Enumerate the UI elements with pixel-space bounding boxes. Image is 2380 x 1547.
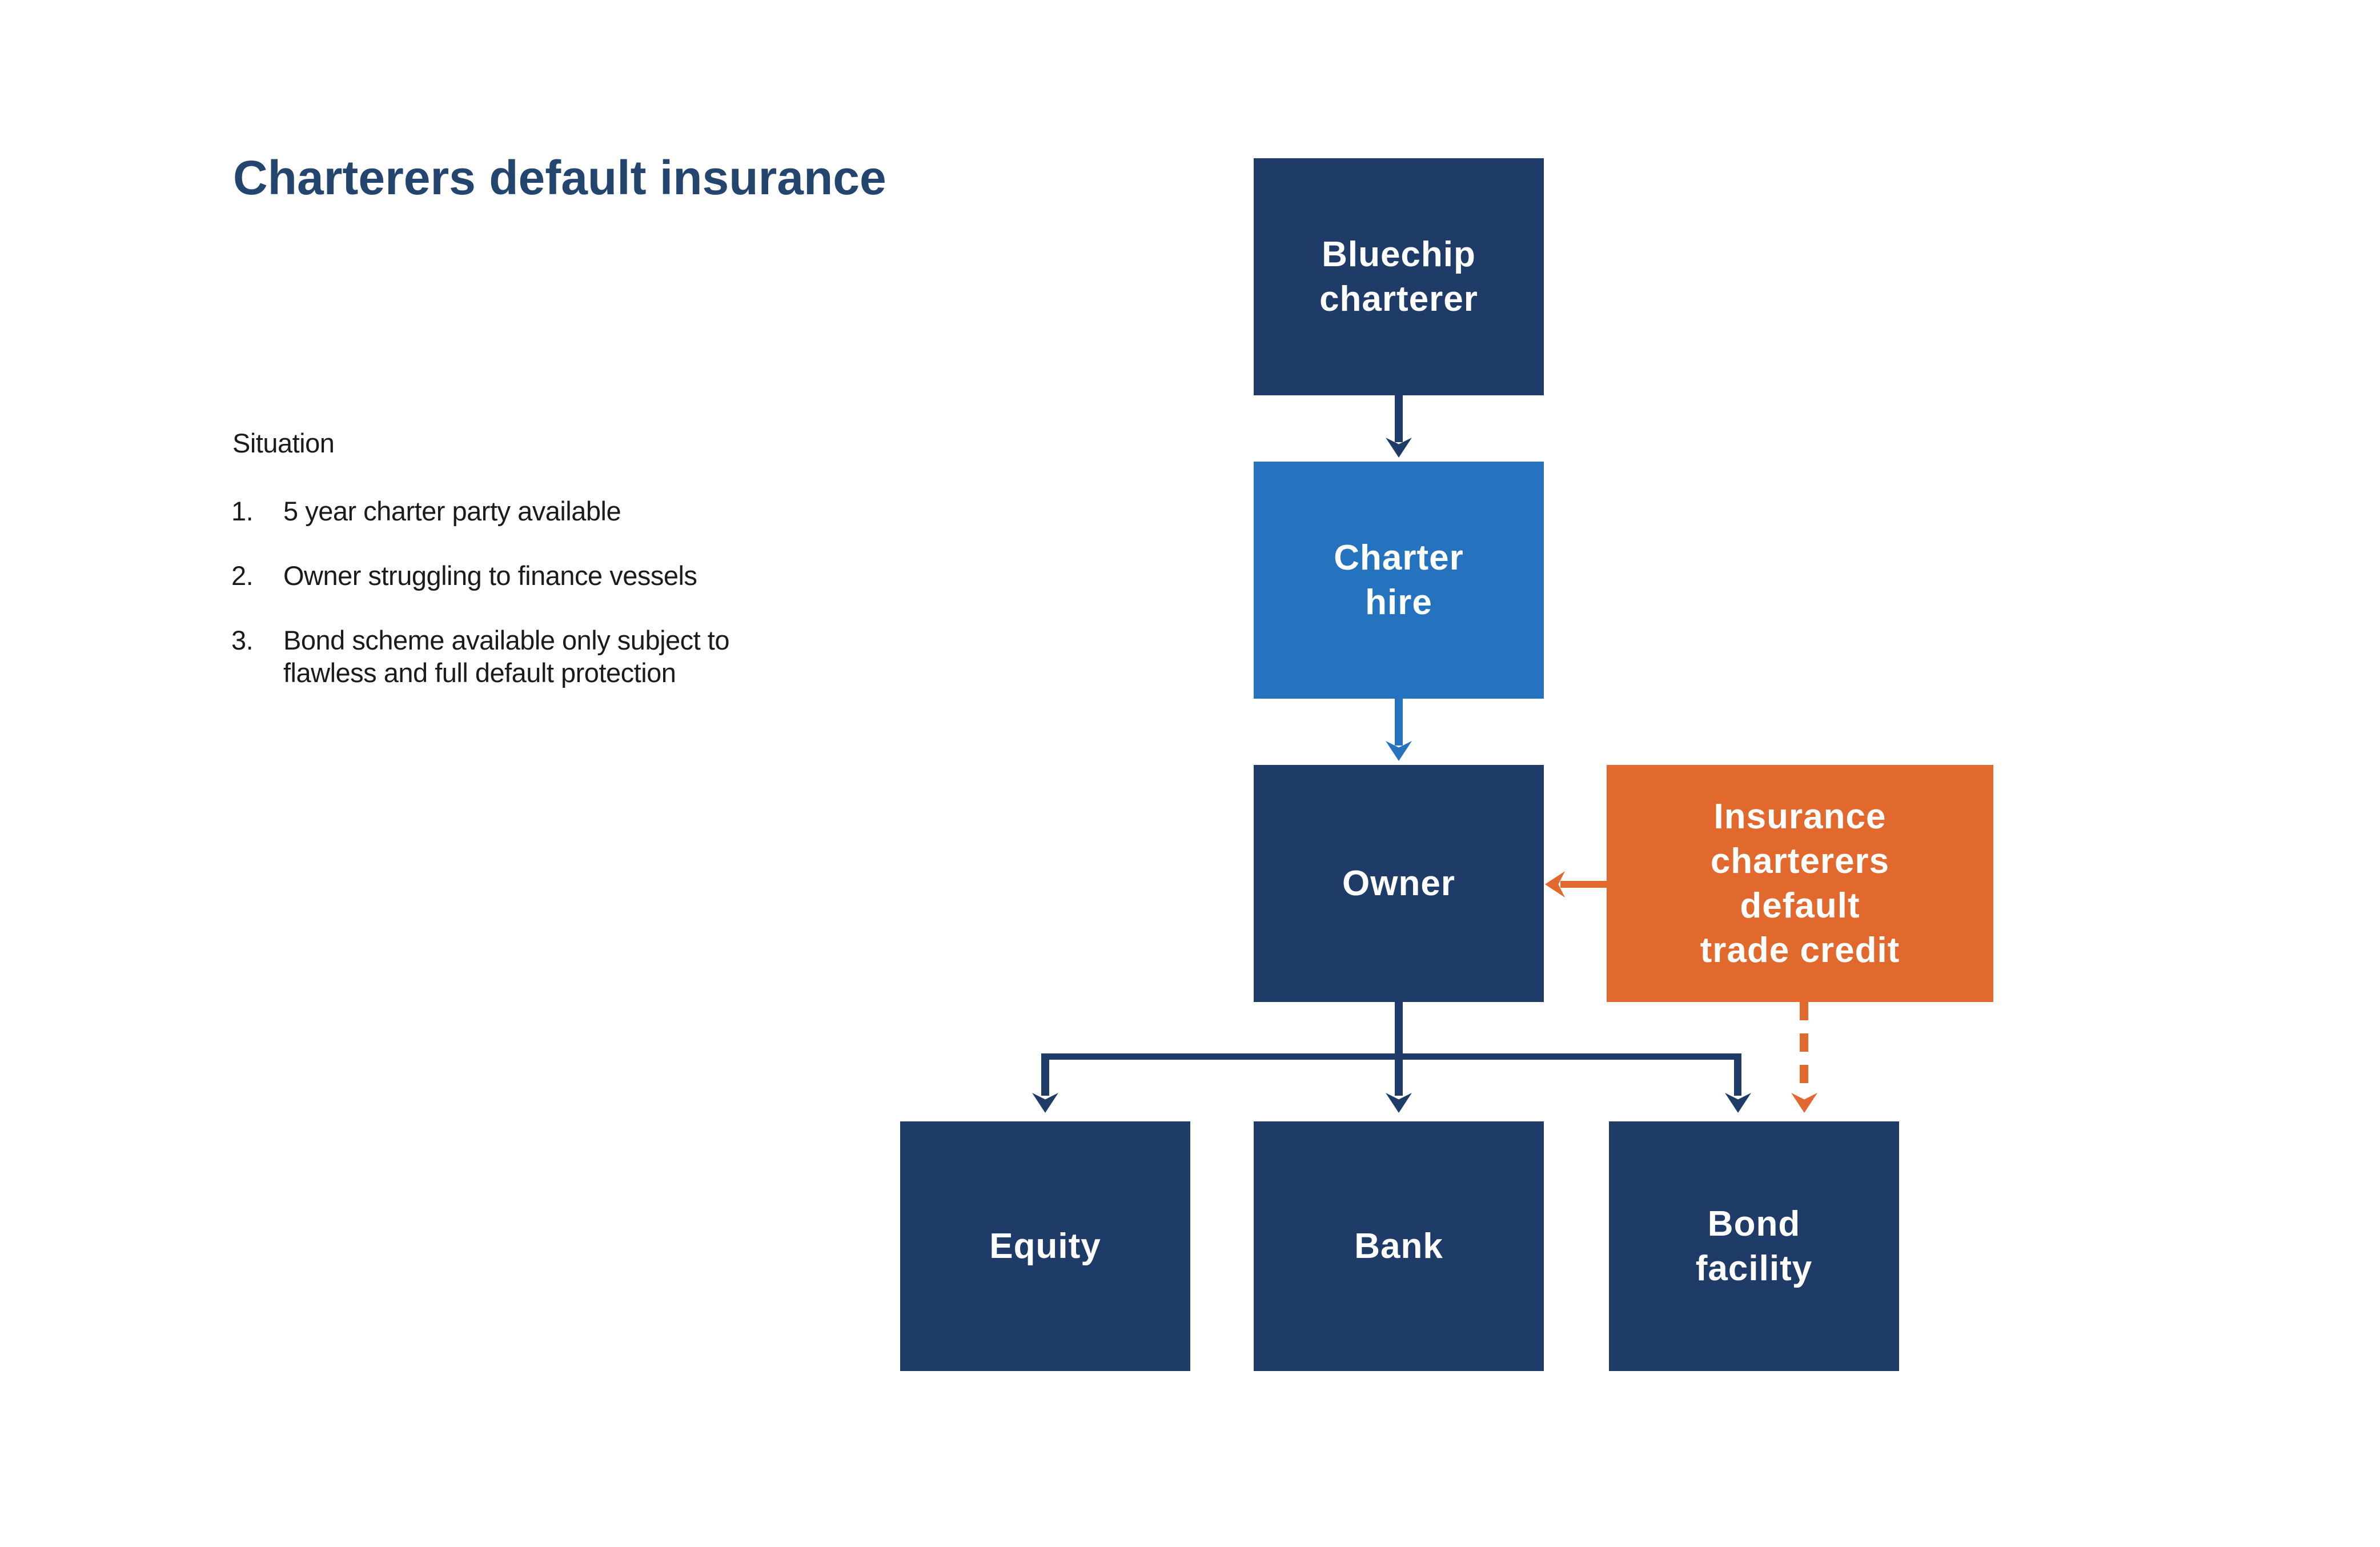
node-bluechip-charterer: Bluechip charterer (1254, 158, 1544, 395)
node-charter-hire: Charter hire (1254, 462, 1544, 699)
situation-item-text: 5 year charter party available (283, 496, 621, 526)
arrowhead-down-icon (1032, 1093, 1058, 1113)
situation-item-text: Owner struggling to finance vessels (283, 560, 697, 591)
node-label: Bond facility (1695, 1204, 1813, 1288)
node-label: Bank (1354, 1226, 1443, 1266)
situation-item-number: 1. (231, 496, 254, 526)
node-bond-facility: Bond facility (1609, 1121, 1899, 1371)
node-owner: Owner (1254, 765, 1544, 1002)
arrow-owner-down-shaft (1395, 1001, 1403, 1096)
arrow-to-bond-shaft (1734, 1056, 1741, 1096)
situation-item-number: 2. (231, 560, 254, 591)
node-bank: Bank (1254, 1121, 1544, 1371)
arrow-insurance-to-bond-dashed-line (1800, 1002, 1808, 1089)
situation-item-1: 1. 5 year charter party available (231, 495, 621, 527)
situation-heading: Situation (232, 428, 335, 458)
situation-item-number: 3. (231, 625, 254, 655)
node-equity: Equity (900, 1121, 1190, 1371)
node-label: Owner (1342, 863, 1455, 903)
arrow-insurance-to-owner-shaft (1560, 881, 1607, 888)
node-label: Charter hire (1334, 538, 1464, 622)
arrowhead-down-icon (1386, 1093, 1412, 1113)
connector-horizontal-line (1041, 1053, 1741, 1060)
node-label: Bluechip charterer (1319, 234, 1478, 319)
arrow-charter-to-owner-shaft (1395, 699, 1403, 746)
node-label: Insurance charterers default trade credi… (1700, 796, 1900, 970)
situation-item-text: Bond scheme available only subject to fl… (283, 625, 729, 688)
node-insurance-charterers-default-trade-credit: Insurance charterers default trade credi… (1607, 765, 1993, 1002)
page-title: Charterers default insurance (233, 151, 886, 205)
node-label: Equity (989, 1226, 1101, 1266)
arrowhead-down-icon (1725, 1093, 1751, 1113)
arrow-bluechip-to-charter-shaft (1395, 395, 1403, 442)
arrow-to-equity-shaft (1041, 1056, 1049, 1096)
arrowhead-down-icon (1791, 1093, 1817, 1113)
situation-item-2: 2. Owner struggling to finance vessels (231, 559, 697, 592)
situation-item-3: 3. Bond scheme available only subject to… (231, 624, 729, 689)
